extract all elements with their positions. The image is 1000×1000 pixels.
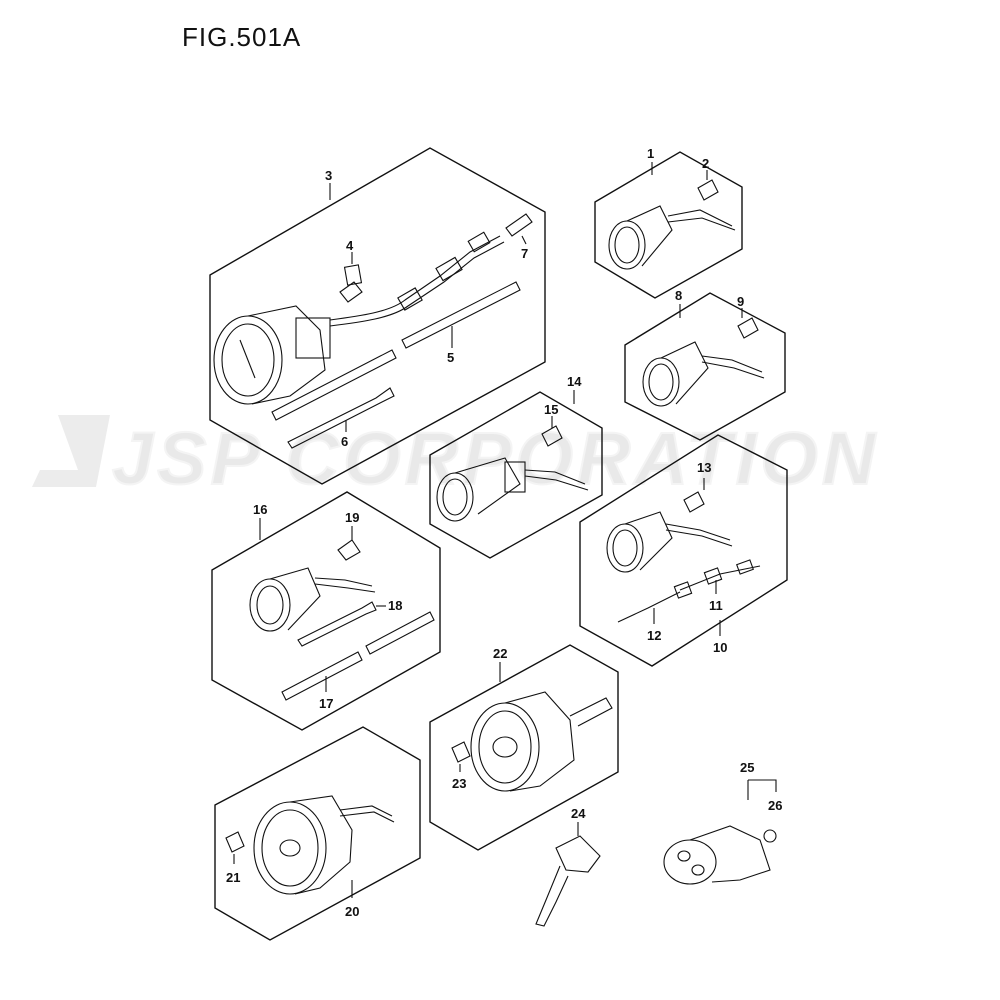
gauge-1[interactable] [608, 220, 646, 270]
bulb-4[interactable] [339, 264, 363, 303]
label-24[interactable]: 24 [571, 806, 586, 821]
screw-26[interactable] [763, 829, 777, 843]
label-20[interactable]: 20 [345, 904, 359, 919]
label-9[interactable]: 9 [737, 294, 744, 309]
group-16-frame [211, 491, 441, 731]
label-21[interactable]: 21 [226, 870, 240, 885]
watermark-mark-icon [32, 415, 110, 487]
group-22: 22 23 [429, 644, 619, 851]
group-10: 13 11 12 10 [579, 434, 788, 667]
label-12[interactable]: 12 [647, 628, 661, 643]
group-1-frame [594, 151, 743, 299]
group-10-frame [579, 434, 788, 667]
figure-title: FIG.501A [182, 22, 302, 52]
bracket-24[interactable] [535, 835, 601, 927]
bulb-21[interactable] [225, 831, 245, 853]
tube-17[interactable] [281, 611, 435, 701]
label-23[interactable]: 23 [452, 776, 466, 791]
group-8-frame [624, 292, 786, 441]
label-2[interactable]: 2 [702, 156, 709, 171]
label-8[interactable]: 8 [675, 288, 682, 303]
watermark-logo: JSP CORPORATION [32, 415, 879, 501]
cable-tie-6[interactable] [287, 387, 395, 449]
bulb-9[interactable] [737, 317, 759, 339]
group-14: 14 15 [429, 374, 603, 559]
group-3-frame [209, 147, 546, 485]
group-20-frame [214, 726, 421, 941]
gauge-8[interactable] [642, 357, 680, 407]
watermark-text: JSP CORPORATION [112, 417, 879, 500]
label-1[interactable]: 1 [647, 146, 654, 161]
label-10[interactable]: 10 [713, 640, 727, 655]
harness-12[interactable] [617, 581, 693, 623]
label-11[interactable]: 11 [709, 598, 723, 613]
bulb-7[interactable] [505, 213, 533, 237]
label-17[interactable]: 17 [319, 696, 333, 711]
gauge-20[interactable] [253, 801, 327, 895]
label-22[interactable]: 22 [493, 646, 507, 661]
label-5[interactable]: 5 [447, 350, 454, 365]
gauge-16[interactable] [249, 578, 291, 632]
label-6[interactable]: 6 [341, 434, 348, 449]
group-14-frame [429, 391, 603, 559]
label-7[interactable]: 7 [521, 246, 528, 261]
gauge-22[interactable] [470, 702, 540, 792]
group-1: 1 2 [594, 146, 743, 299]
bulb-15[interactable] [541, 425, 563, 447]
label-4[interactable]: 4 [346, 238, 354, 253]
gauge-10[interactable] [606, 523, 644, 573]
housing-25[interactable] [663, 825, 771, 885]
tube-5[interactable] [271, 281, 521, 421]
group-16: 16 19 18 17 [211, 491, 441, 731]
label-13[interactable]: 13 [697, 460, 711, 475]
group-22-frame [429, 644, 619, 851]
cable-tie-18[interactable] [297, 601, 377, 647]
label-3[interactable]: 3 [325, 168, 332, 183]
group-8: 8 9 [624, 288, 786, 441]
bulb-19[interactable] [337, 539, 361, 561]
bulb-23[interactable] [451, 741, 471, 763]
label-25[interactable]: 25 [740, 760, 754, 775]
harness-11[interactable] [679, 559, 761, 591]
label-14[interactable]: 14 [567, 374, 582, 389]
label-15[interactable]: 15 [544, 402, 558, 417]
label-16[interactable]: 16 [253, 502, 267, 517]
label-18[interactable]: 18 [388, 598, 402, 613]
label-19[interactable]: 19 [345, 510, 359, 525]
group-20: 21 20 [214, 726, 421, 941]
label-26[interactable]: 26 [768, 798, 782, 813]
bulb-13[interactable] [683, 491, 705, 513]
group-3: 3 4 7 5 [209, 147, 546, 485]
bulb-2[interactable] [697, 179, 719, 201]
